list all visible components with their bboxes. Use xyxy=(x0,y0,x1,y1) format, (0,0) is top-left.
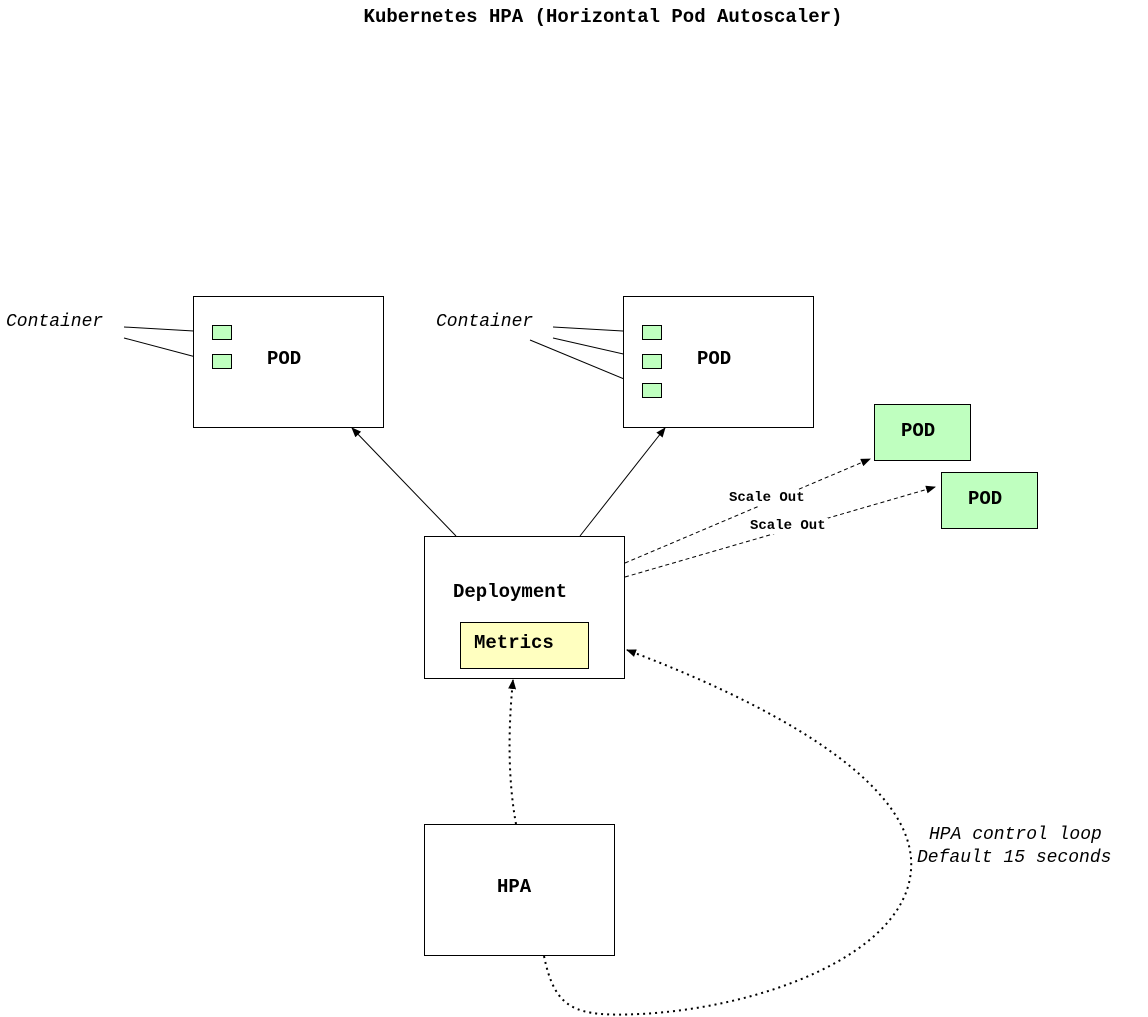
hpa-label: HPA xyxy=(497,876,532,898)
scaled-pod-box-2 xyxy=(941,472,1038,529)
diagram-title: Kubernetes HPA (Horizontal Pod Autoscale… xyxy=(363,6,843,28)
scaled-pod-label-1: POD xyxy=(901,420,936,442)
container-icon xyxy=(212,325,232,340)
deployment-to-pod-arrow xyxy=(351,427,457,537)
container-icon xyxy=(212,354,232,369)
deployment-label: Deployment xyxy=(453,581,568,603)
control-loop-label-line1: HPA control loop xyxy=(929,825,1102,845)
scale-out-arrow xyxy=(624,458,871,564)
pod-label-2: POD xyxy=(697,348,732,370)
container-label-1: Container xyxy=(6,312,104,332)
container-icon xyxy=(642,325,662,340)
scale-out-label-2: Scale Out xyxy=(748,518,828,534)
deployment-to-pod-arrow xyxy=(579,427,666,537)
scale-out-label-1: Scale Out xyxy=(727,490,807,506)
container-label-2: Container xyxy=(436,312,534,332)
container-arrow xyxy=(529,339,642,387)
metrics-box xyxy=(460,622,589,669)
pod-label-1: POD xyxy=(267,348,302,370)
control-loop-label-line2: Default 15 seconds xyxy=(917,848,1112,868)
control-loop-arrow xyxy=(543,649,913,1016)
hpa-box xyxy=(424,824,615,956)
scaled-pod-label-2: POD xyxy=(968,488,1003,510)
hpa-to-deployment-arrow xyxy=(508,679,517,825)
metrics-label: Metrics xyxy=(474,632,554,654)
scaled-pod-box-1 xyxy=(874,404,971,461)
container-icon xyxy=(642,354,662,369)
container-icon xyxy=(642,383,662,398)
